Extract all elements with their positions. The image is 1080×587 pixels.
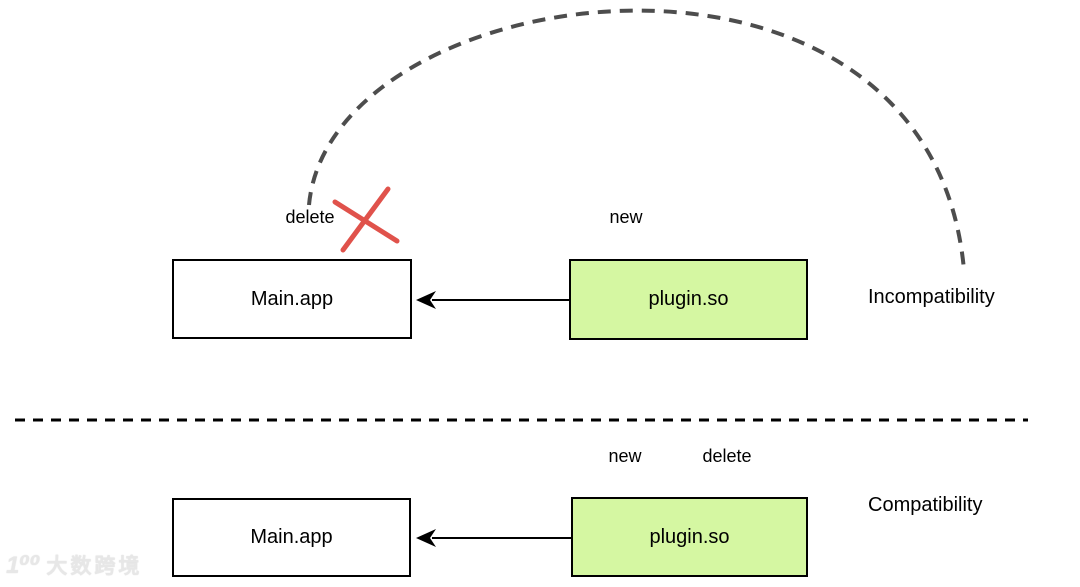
incompatibility-arc-icon <box>307 8 966 271</box>
top-delete-label: delete <box>285 207 335 227</box>
bottom-arrow-head <box>416 529 436 547</box>
delete-cross-icon <box>332 186 400 253</box>
incompatibility-caption: Incompatibility <box>868 286 995 308</box>
watermark-text: 大数跨境 <box>46 555 143 578</box>
bottom-delete-label: delete <box>702 446 752 466</box>
top-arrow-head <box>416 291 436 309</box>
bottom-main-app-box-label: Main.app <box>250 526 333 548</box>
bottom-arrow-icon <box>416 529 571 547</box>
watermark: 1⁰⁰ 大数跨境 <box>6 550 142 580</box>
bottom-plugin-so-box-label: plugin.so <box>649 525 730 548</box>
top-new-label: new <box>609 207 643 227</box>
delete-cross-stroke-2 <box>332 199 400 244</box>
top-plugin-so-box-label: plugin.so <box>648 288 729 310</box>
top-arrow-icon <box>416 291 569 309</box>
top-main-app-box-label: Main.app <box>250 287 334 310</box>
compatibility-caption: Compatibility <box>868 494 983 516</box>
bottom-new-label: new <box>608 446 642 466</box>
watermark-logo-icon: 1⁰⁰ <box>6 552 41 579</box>
bottom-plugin-so-box: plugin.so <box>571 497 808 577</box>
bottom-main-app-box: Main.app <box>172 498 411 577</box>
top-plugin-so-box: plugin.so <box>569 259 808 340</box>
top-main-app-box: Main.app <box>172 259 412 339</box>
